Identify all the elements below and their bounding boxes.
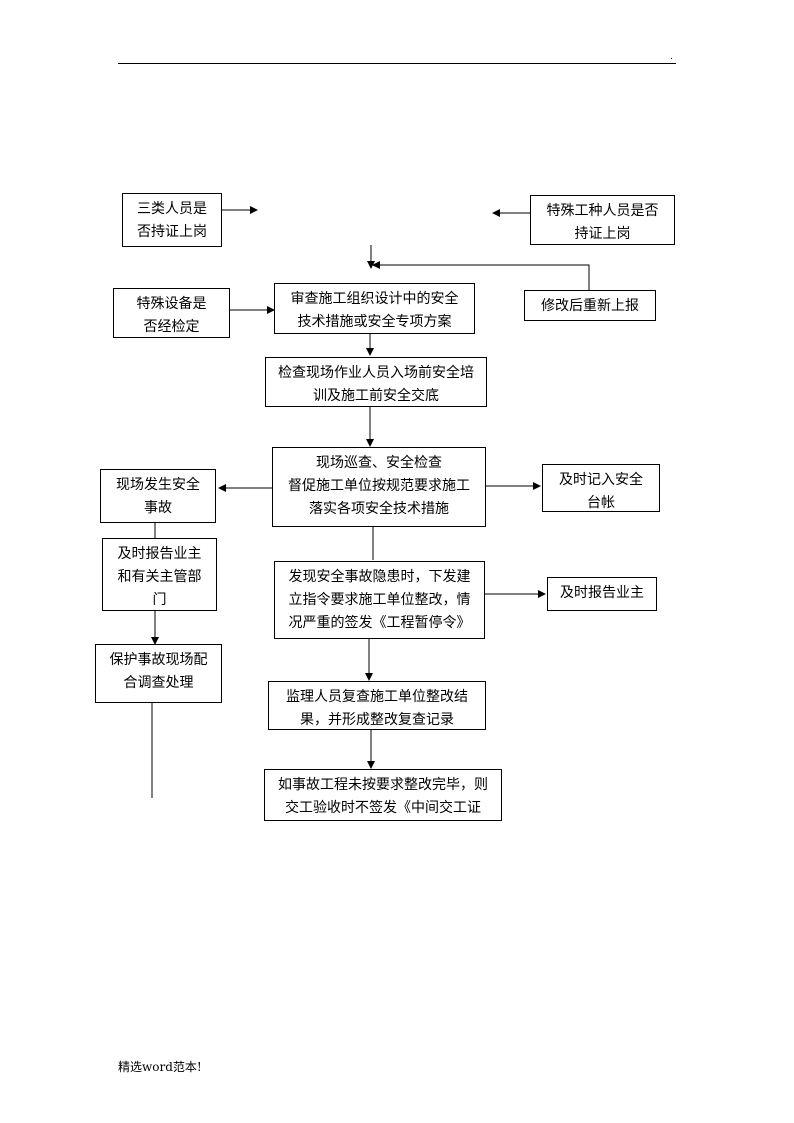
header-rule [118, 63, 676, 64]
node-accident: 现场发生安全 事故 [100, 469, 216, 523]
node-resubmit: 修改后重新上报 [524, 290, 656, 321]
node-check-training: 检查现场作业人员入场前安全培 训及施工前安全交底 [265, 357, 487, 407]
node-special-workers: 特殊工种人员是否 持证上岗 [530, 195, 675, 245]
footer-text: 精选word范本! [118, 1060, 202, 1074]
node-protect-scene: 保护事故现场配 合调查处理 [95, 644, 222, 703]
node-supervisor-recheck: 监理人员复查施工单位整改结 果，并形成整改复查记录 [268, 681, 486, 730]
node-hazard-found: 发现安全事故隐患时，下发建 立指令要求施工单位整改，情 况严重的签发《工程暂停令… [274, 561, 485, 639]
arrow-resubmit-loop [372, 261, 590, 290]
node-no-certificate: 如事故工程未按要求整改完毕，则 交工验收时不签发《中间交工证 [264, 769, 502, 821]
node-record-log: 及时记入安全 台帐 [542, 464, 660, 512]
node-special-equipment: 特殊设备是 否经检定 [113, 288, 230, 338]
node-report-owner: 及时报告业主 [547, 577, 657, 611]
node-review-plan: 审查施工组织设计中的安全 技术措施或安全专项方案 [274, 283, 475, 334]
node-inspection: 现场巡查、安全检查 督促施工单位按规范要求施工 落实各项安全技术措施 [272, 447, 486, 527]
header-mark: . [670, 52, 673, 62]
node-report-owner-depts: 及时报告业主 和有关主管部 门 [102, 538, 217, 611]
node-three-types: 三类人员是 否持证上岗 [122, 193, 222, 247]
